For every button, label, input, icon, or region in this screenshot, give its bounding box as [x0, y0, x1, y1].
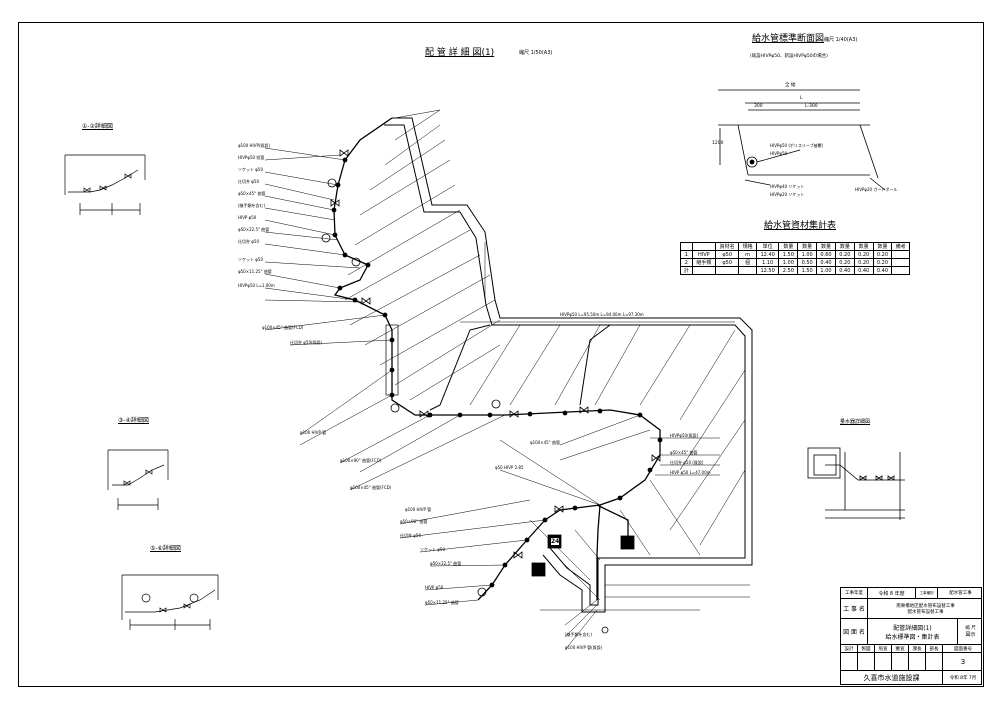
section-dim-left: 300 [754, 104, 763, 109]
work-label: 工 事 名 [841, 599, 868, 618]
staff-header: 製図 [858, 645, 875, 652]
work-value-1: 南栗橋地区配水管布設替工事 [896, 603, 955, 609]
section-drawing [718, 89, 886, 191]
org-name: 久喜市水道施設課 [841, 671, 943, 685]
staff-header: 課長 [909, 645, 926, 652]
section-dim-l: L [800, 96, 803, 101]
drawing-label: 図 面 名 [841, 619, 868, 644]
section-label-3: HIVPφ20 ソケット [770, 192, 805, 197]
detail-c-title: ⑤-⑥詳細図 [150, 545, 181, 552]
section-title: 給水管標準断面図 [752, 34, 825, 44]
leader-lines-left [264, 109, 546, 606]
pipe-label: φ50×11.25° 曲管 [425, 600, 459, 605]
detail-b-title: ③-④詳細図 [118, 417, 149, 424]
kind-label: 工事種別 [916, 588, 938, 598]
staff-header: 部長 [926, 645, 943, 652]
pipe-label: φ100×45° 曲管 [530, 440, 560, 445]
sheet-number: 3 [960, 657, 966, 666]
meter-symbols [321, 178, 609, 634]
drawing-value-1: 配管詳細図(1) [893, 624, 932, 632]
pipeline-main [333, 117, 661, 601]
pipe-label: φ100 HIVP 管 [405, 507, 432, 512]
scale-value: 図示 [965, 632, 976, 638]
main-title: 配 管 詳 細 図(1) [425, 48, 495, 58]
pipe-label: φ50×90° 曲管 [400, 519, 428, 524]
main-scale: 縮尺 1/50(A3) [519, 50, 553, 56]
pipe-label: ソケット φ50 [420, 547, 445, 552]
pipe-label: φ50 HIVP 2.85 [495, 465, 524, 470]
detail-a-title: ①-②詳細図 [82, 123, 113, 130]
pipe-label: HIVP φ50 [425, 585, 444, 590]
pipe-fittings [331, 157, 663, 588]
detail-a [64, 154, 146, 215]
callout-detail-title: 量水器詳細図 [840, 419, 871, 425]
pipe-label: φ50×45° 曲管 [238, 191, 266, 196]
callout-detail [807, 447, 905, 520]
pipe-label: 仕切弁 φ50 (既設) [670, 460, 704, 465]
materials-header-row: 資材名規格単位数量数量数量数量数量数量備考 [680, 242, 910, 251]
year-label: 工事年度 [841, 588, 868, 598]
pipe-label: ソケット φ50 [238, 167, 263, 172]
sheet-label: 図面番号 [954, 646, 972, 652]
materials-title: 給水管資材集計表 [764, 221, 837, 231]
road-hatch [344, 109, 746, 601]
pipe-label: ソケット φ50 [238, 257, 263, 262]
pipe-label: φ100 HIVP 管(既設) [565, 645, 603, 650]
drawing-value-2: 給水標準図・集計表 [885, 633, 940, 641]
detail-b [107, 449, 169, 510]
drawing-frame [18, 22, 984, 687]
staff-header: 照査 [875, 645, 892, 652]
section-label-4: HIVPφ20 ガードポール [855, 187, 898, 192]
pipe-label: φ100 HIVP 管 [300, 430, 327, 435]
section-note: (既設HIVPφ50、新設HIVPφ50の場合) [750, 54, 828, 59]
pipe-label: (継手類を含む) [238, 203, 266, 208]
pipe-label: (継手類を含む) [565, 632, 593, 637]
section-label-0: HIVPφ50 (ポリスリーブ被覆) [770, 143, 824, 148]
section-scale: 縮尺 1/40(A3) [824, 37, 858, 43]
staff-header: 審査 [892, 645, 909, 652]
pipe-label: 仕切弁 φ50 [238, 239, 259, 244]
pipe-label: φ50×22.5° 曲管 [238, 227, 270, 232]
pipe-label: HIVP φ50 L=47.00m [670, 470, 711, 475]
pipe-label: φ100×45° 曲管(FCD) [350, 485, 392, 490]
pipe-label: 仕切弁 φ50(既設) [290, 340, 323, 345]
dimension-top [460, 242, 750, 611]
pipe-label: φ50×22.5° 曲管 [430, 561, 462, 566]
drawing-date: 令和 8年 7月 [949, 676, 977, 681]
title-block: 工事年度 令和 8 年度 工事種別 配水管工事 工 事 名 南栗橋地区配水管布設… [840, 587, 982, 685]
leader-lines-right [499, 414, 720, 651]
staff-header: 設計 [841, 645, 858, 652]
pipe-label: φ50×11.25° 曲管 [238, 269, 272, 274]
section-dim-depth: 1200 [712, 141, 724, 146]
pipe-label: 仕切弁 φ50 [238, 179, 259, 184]
detail-c [121, 574, 219, 630]
year-value: 令和 8 年度 [868, 588, 916, 598]
pipe-run-label: HIVPφ50 L=95.50m L=94.00m L=97.30m [560, 312, 644, 317]
pipe-label: HIVP φ50 [238, 215, 257, 220]
pipe-label: HIVPφ50(既設) [670, 433, 699, 438]
section-label-1: HIVPφ50 [770, 151, 788, 156]
marker-24: 24 [551, 538, 560, 545]
section-dim-total: 全 幅 [785, 83, 796, 88]
pipe-label: φ100×45° 曲管(FCD) [262, 325, 304, 330]
kind-value: 配水管工事 [949, 591, 972, 596]
road-outline [384, 117, 753, 613]
pipe-label: HIVPφ50 L=1.00m [238, 283, 275, 288]
pipe-label: HIVPφ50 短管 [238, 155, 265, 160]
section-label-2: HIVPφ40 ソケット [770, 184, 805, 189]
pipe-label: φ50×45° 曲管 [670, 450, 698, 455]
pipe-label: φ100×90° 曲管(FCD) [340, 458, 382, 463]
work-value-2: 配水管布設替工事 [907, 609, 944, 615]
pipe-label: φ100 HIVP(既設) [238, 143, 271, 148]
valve-symbols [330, 149, 661, 559]
section-dim-right: L-300 [805, 104, 818, 109]
scale-label: 縮 尺 [965, 626, 976, 631]
pipe-label: 仕切弁 φ50 [400, 533, 421, 538]
